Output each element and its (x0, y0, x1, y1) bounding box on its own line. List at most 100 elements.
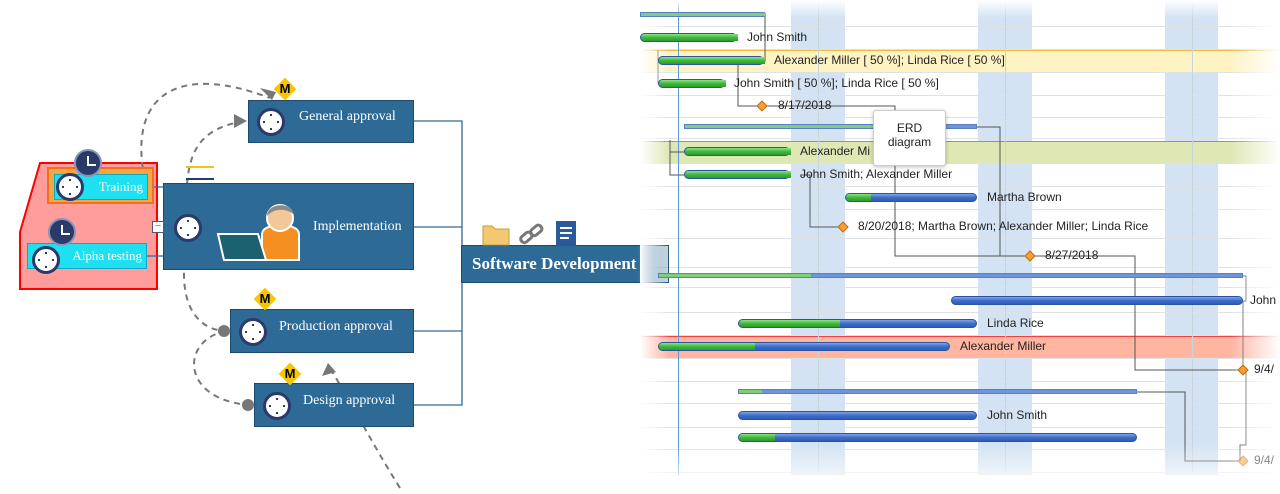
progress-fill (641, 13, 766, 16)
progress-fill (739, 319, 840, 327)
progress-fill (659, 56, 765, 64)
task-bar[interactable] (640, 32, 738, 42)
task-bar[interactable] (658, 55, 765, 65)
node-label: Training (98, 179, 143, 194)
node-label: Design approval (303, 393, 396, 408)
time-badge-icon (74, 149, 102, 177)
gantt-background (640, 0, 1280, 494)
clock-icon (257, 108, 285, 136)
milestone-diamond[interactable] (1237, 364, 1249, 376)
summary-bar[interactable] (684, 124, 977, 129)
milestone-diamond[interactable] (756, 100, 768, 112)
node-design-approval[interactable]: Design approval (254, 383, 414, 427)
tooltip-line: diagram (887, 135, 932, 149)
task-label: Alexander Miller (960, 339, 1047, 353)
grid-line (640, 287, 1280, 288)
node-implementation[interactable]: Implementation (163, 183, 414, 270)
today-line (678, 0, 679, 475)
task-bar[interactable] (845, 192, 977, 202)
node-label: Production approval (279, 319, 393, 334)
progress-fill (685, 147, 791, 155)
task-label: John Smith; Alexander Miller (800, 167, 953, 181)
grid-line (640, 312, 1280, 313)
task-label: John Smith [ 50 %]; Linda Rice [ 50 %] (734, 76, 939, 90)
milestone-diamond[interactable] (1237, 455, 1249, 467)
task-label: 8/17/2018 (778, 98, 832, 112)
task-bar[interactable] (684, 146, 791, 156)
grid-line (640, 72, 1280, 73)
task-label: Alexander Miller [ 50 %]; Linda Rice [ 5… (774, 53, 1005, 67)
task-label: 9/4/ (1254, 362, 1275, 376)
task-bar[interactable] (951, 295, 1243, 305)
grid-line (818, 0, 819, 475)
grid-line (1005, 0, 1006, 475)
dependency-link (1035, 255, 1238, 371)
task-bar[interactable] (658, 78, 726, 88)
grid-line (640, 403, 1280, 404)
dependency-link (762, 105, 1025, 257)
dependency-link (737, 61, 757, 107)
grid-line (640, 267, 1280, 268)
progress-fill (659, 342, 755, 350)
grid-line (640, 163, 1280, 164)
grid-line (640, 138, 1280, 139)
weekend-band (1165, 0, 1218, 475)
milestone-badge: M (253, 287, 277, 311)
grid-line (640, 95, 1280, 96)
grid-line (640, 209, 1280, 210)
time-badge-icon (48, 218, 76, 246)
grid-line (640, 381, 1280, 382)
task-label: Martha Brown (987, 190, 1062, 204)
node-label: Implementation (313, 219, 402, 234)
grid-line (640, 427, 1280, 428)
progress-fill (659, 79, 726, 87)
progress-fill (685, 170, 791, 178)
grid-line (1192, 0, 1193, 475)
node-label: General approval (299, 109, 396, 124)
clock-icon (56, 173, 84, 201)
link-icon (519, 223, 544, 245)
summary-bar[interactable] (738, 389, 1137, 394)
task-label: Linda Rice (987, 316, 1044, 330)
progress-fill (846, 193, 871, 201)
clock-icon (174, 214, 202, 242)
collapse-button[interactable]: − (152, 221, 164, 233)
task-label: John Smith (747, 30, 808, 44)
progress-fill (685, 125, 876, 128)
dependency-link (669, 152, 684, 176)
grid-line (640, 49, 1280, 50)
grid-line (640, 335, 1280, 336)
milestone-diamond[interactable] (837, 221, 849, 233)
grid-line (640, 186, 1280, 187)
root-node-software-development[interactable]: Software Development (461, 245, 669, 283)
person-laptop-icon (216, 204, 300, 261)
milestone-badge: M (273, 77, 297, 101)
task-label: Alexander Mi (800, 144, 871, 158)
node-production-approval[interactable]: Production approval (230, 309, 414, 353)
progress-fill (739, 433, 775, 441)
node-general-approval[interactable]: General approval (248, 100, 414, 143)
dependency-link (977, 126, 1001, 256)
task-label: John (1250, 293, 1277, 307)
task-bar[interactable] (658, 341, 950, 351)
grid-line (640, 117, 1280, 118)
progress-fill (739, 390, 762, 393)
grid-line (640, 26, 1280, 27)
task-bar[interactable] (738, 318, 977, 328)
task-bar[interactable] (738, 410, 977, 420)
milestone-diamond[interactable] (1024, 250, 1036, 262)
task-bar[interactable] (684, 169, 791, 179)
document-icon (556, 221, 576, 246)
clock-icon (239, 318, 267, 346)
folder-icon (482, 225, 510, 246)
summary-bar[interactable] (658, 273, 1243, 278)
task-bar[interactable] (738, 432, 1137, 442)
progress-fill (641, 33, 738, 41)
summary-bar[interactable] (640, 12, 766, 17)
grid-line (640, 358, 1280, 359)
progress-fill (659, 274, 811, 277)
task-label: John Smith (987, 408, 1048, 422)
milestone-badge: M (278, 362, 302, 386)
